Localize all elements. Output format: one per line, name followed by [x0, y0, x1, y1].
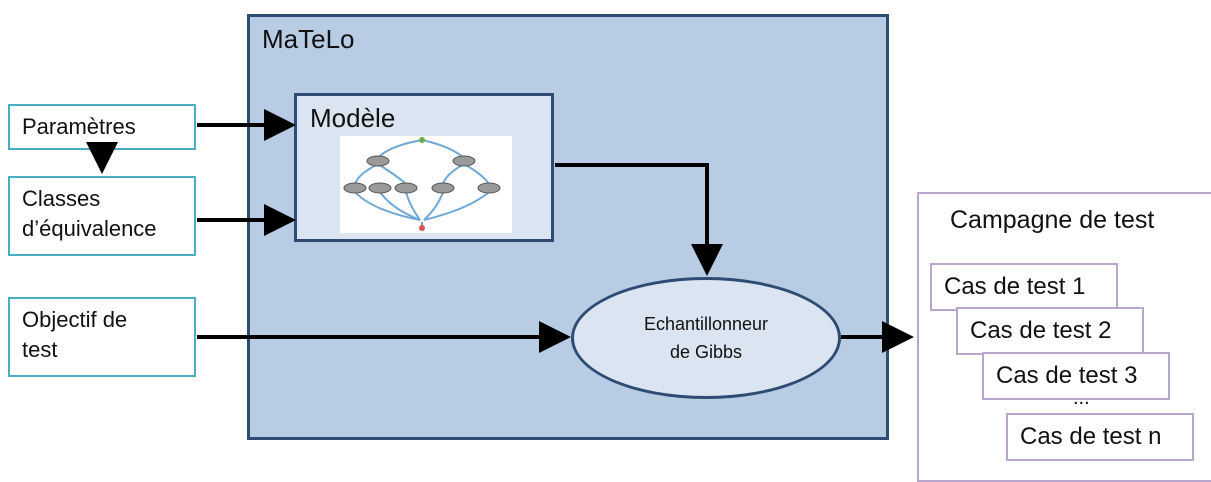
test-objective-label-line2: test	[22, 337, 58, 362]
equivalence-classes-label-line2: d’équivalence	[22, 216, 157, 241]
test-objective-label-line1: Objectif de	[22, 307, 128, 332]
connector-arrows	[86, 109, 914, 353]
model-graph-thumbnail	[340, 136, 512, 233]
parameters-box: Paramètres	[8, 104, 196, 150]
campaign-title: Campagne de test	[950, 206, 1155, 234]
system-title: MaTeLo	[262, 24, 355, 54]
model-title: Modèle	[310, 103, 396, 133]
gibbs-sampler-ellipse: Echantillonneur de Gibbs	[571, 277, 841, 399]
test-case-2: Cas de test 2	[956, 307, 1144, 355]
test-objective-box: Objectif de test	[8, 297, 196, 377]
parameters-label: Paramètres	[22, 114, 136, 139]
arrow-model-to-sampler	[555, 163, 723, 276]
sampler-label-line2: de Gibbs	[669, 342, 743, 362]
test-case-n: Cas de test n	[1006, 413, 1194, 461]
test-case-ellipsis: ...	[1073, 387, 1090, 409]
state-graph-icon	[343, 137, 501, 231]
equivalence-classes-box: Classes d’équivalence	[8, 176, 196, 256]
sampler-label-line1: Echantillonneur	[643, 314, 769, 334]
equivalence-classes-label-line1: Classes	[22, 186, 101, 211]
test-case-3: Cas de test 3	[982, 352, 1170, 400]
